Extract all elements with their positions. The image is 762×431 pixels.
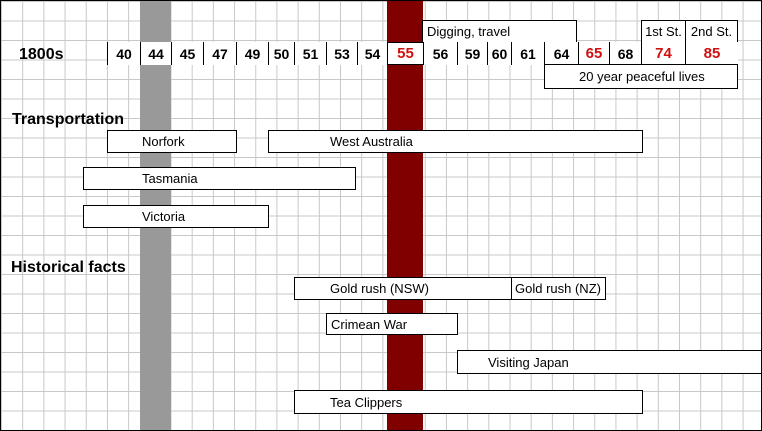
year-tick-65: 65 — [578, 42, 609, 65]
year-tick-47: 47 — [203, 42, 236, 65]
peaceful-lives-box: 20 year peaceful lives — [544, 64, 738, 89]
west-australia-label: West Australia — [330, 134, 413, 149]
year-tick-40: 40 — [107, 42, 140, 65]
victoria-bar: Victoria — [83, 205, 269, 228]
norfork-bar: Norfork — [107, 130, 237, 153]
digging-travel-label: Digging, travel — [427, 24, 511, 39]
year-tick-61: 61 — [511, 42, 544, 65]
crimean-war-bar: Crimean War — [326, 313, 458, 335]
second-st-label: 2nd St. — [690, 24, 733, 39]
norfork-label: Norfork — [142, 134, 185, 149]
year-tick-74: 74 — [641, 42, 685, 65]
section-historical-facts: Historical facts — [11, 259, 126, 276]
peaceful-lives-label: 20 year peaceful lives — [579, 69, 705, 84]
second-st-box: 2nd St. — [685, 20, 738, 43]
first-st-box: 1st St. — [641, 20, 686, 43]
year-tick-68: 68 — [609, 42, 641, 65]
west-australia-bar: West Australia — [268, 130, 643, 153]
tea-clippers-bar: Tea Clippers — [294, 390, 643, 414]
year-tick-64: 64 — [544, 42, 578, 65]
year-tick-49: 49 — [236, 42, 268, 65]
year-tick-85: 85 — [685, 42, 738, 65]
year-tick-56: 56 — [423, 42, 457, 65]
first-st-label: 1st St. — [645, 24, 682, 39]
visiting-japan-label: Visiting Japan — [488, 354, 569, 370]
year-tick-59: 59 — [457, 42, 487, 65]
year-tick-60: 60 — [487, 42, 511, 65]
tea-clippers-label: Tea Clippers — [330, 394, 403, 410]
highlight-band-1855 — [387, 1, 423, 430]
digging-travel-box: Digging, travel — [422, 20, 577, 43]
visiting-japan-bar: Visiting Japan — [457, 350, 761, 374]
year-tick-54: 54 — [357, 42, 387, 65]
gold-rush-nsw-bar: Gold rush (NSW) — [294, 277, 512, 300]
gold-rush-nsw-label: Gold rush (NSW) — [330, 281, 429, 296]
tasmania-label: Tasmania — [142, 171, 198, 186]
year-tick-45: 45 — [171, 42, 203, 65]
section-transportation: Transportation — [12, 111, 125, 128]
century-label: 1800s — [19, 46, 64, 63]
year-tick-53: 53 — [326, 42, 357, 65]
crimean-war-label: Crimean War — [331, 316, 408, 332]
gold-rush-nz-bar: Gold rush (NZ) — [511, 277, 606, 300]
year-tick-50: 50 — [268, 42, 294, 65]
gold-rush-nz-label: Gold rush (NZ) — [515, 281, 601, 296]
year-tick-51: 51 — [294, 42, 326, 65]
year-tick-55: 55 — [387, 42, 423, 65]
year-tick-44: 44 — [140, 42, 171, 65]
tasmania-bar: Tasmania — [83, 167, 356, 190]
victoria-label: Victoria — [142, 209, 186, 224]
